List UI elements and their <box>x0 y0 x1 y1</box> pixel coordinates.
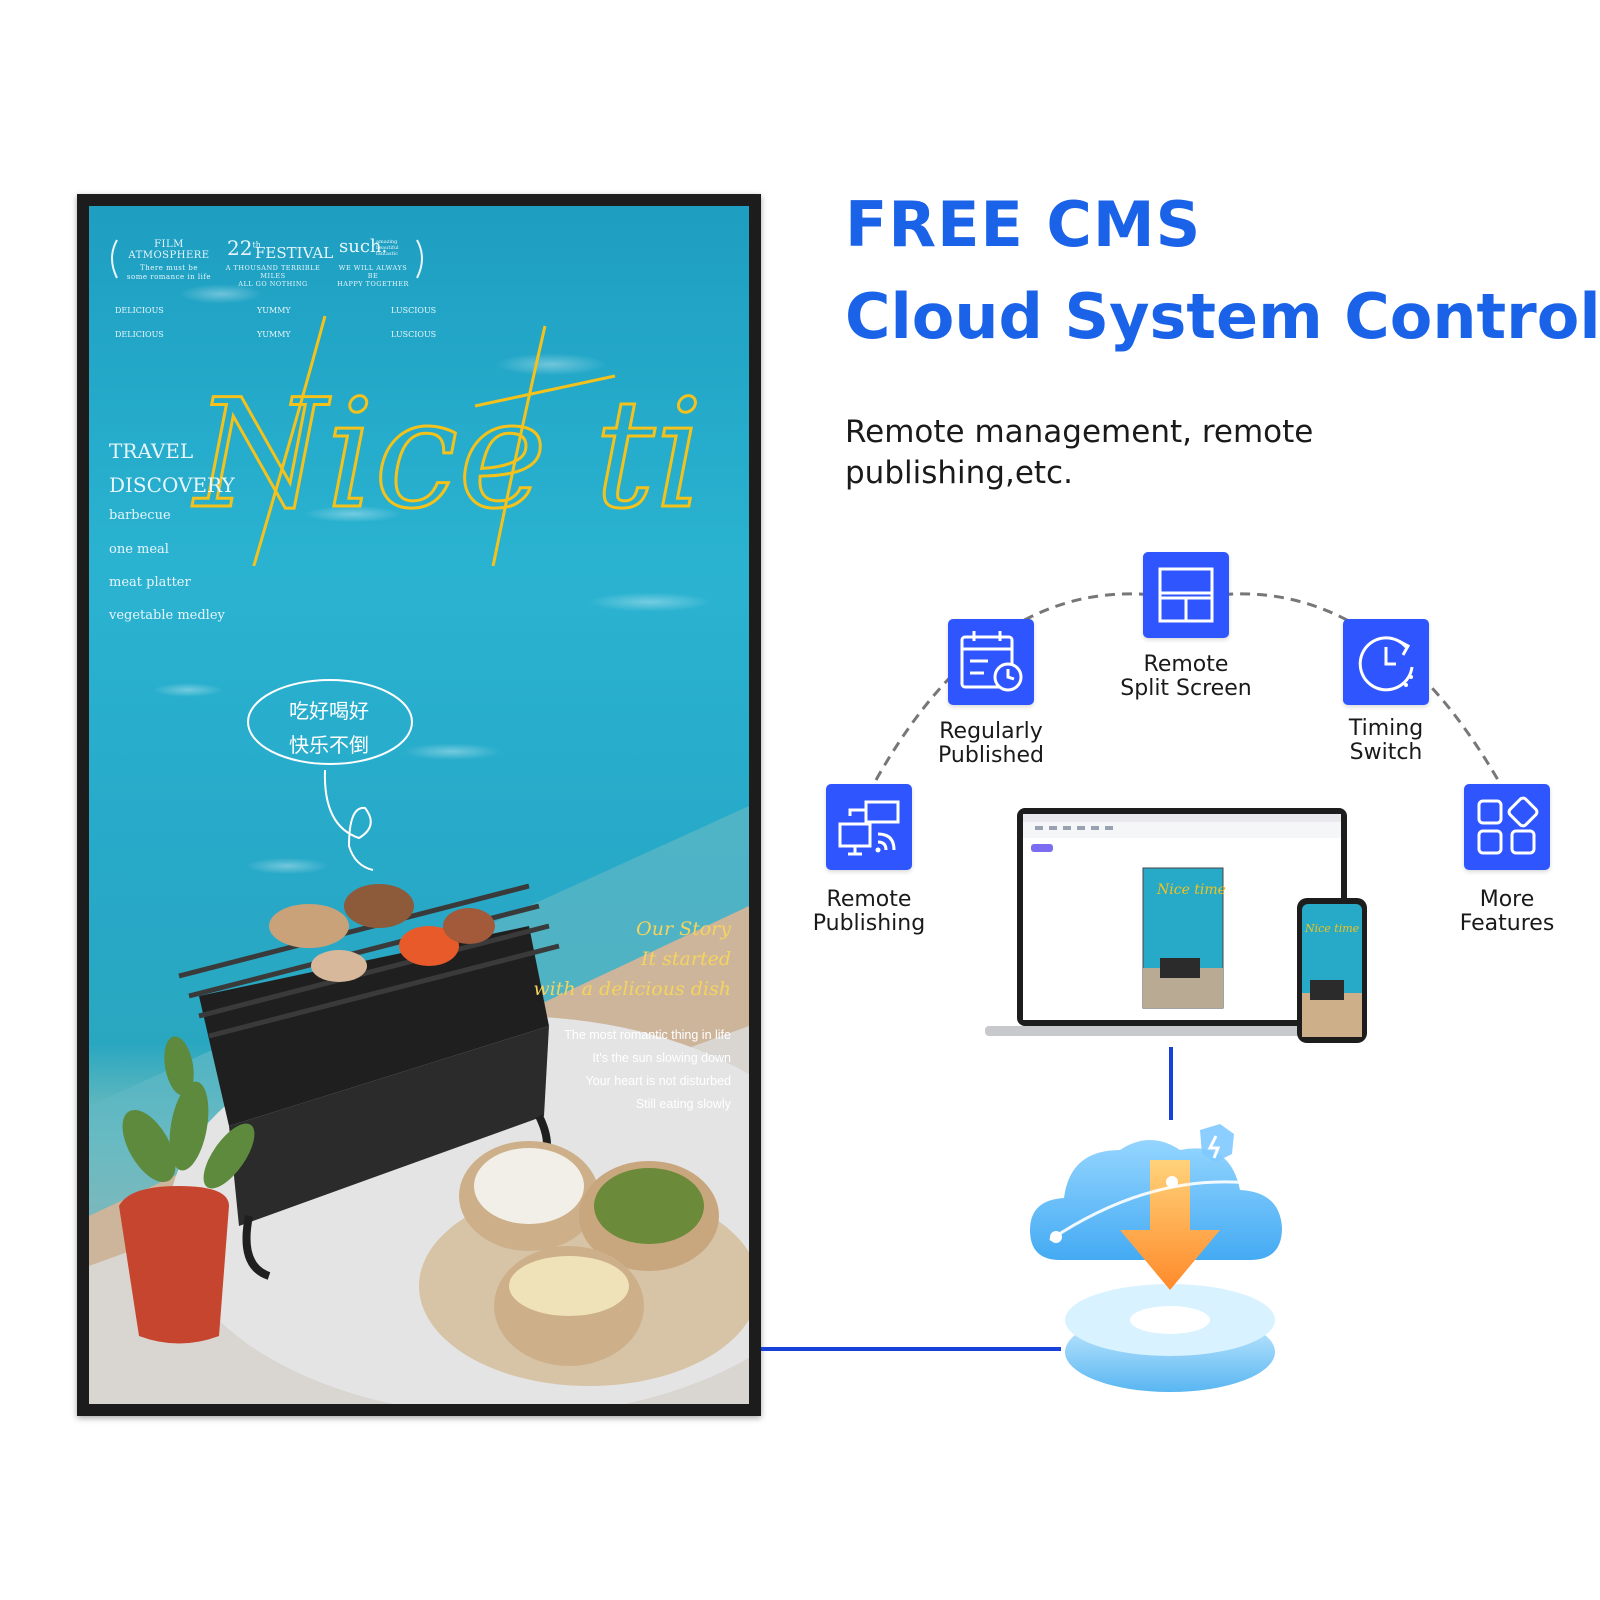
remote-split-screen-label: Remote Split Screen <box>1120 652 1252 701</box>
regularly-published-icon[interactable] <box>948 619 1034 705</box>
signage-display: FILM ATMOSPHERE There must be some roman… <box>77 194 761 1416</box>
story-line: Our Story <box>636 918 731 940</box>
header-right-title: such. <box>339 236 388 257</box>
laptop-and-phone: Nice time Nice time <box>985 808 1367 1043</box>
heading-free-cms: FREE CMS <box>845 188 1202 261</box>
heading-cloud-system: Cloud System Control <box>845 280 1600 353</box>
header-right-tiny: amazing beautiful fantastic <box>376 239 399 257</box>
header-center-title: FESTIVAL <box>255 244 334 262</box>
row-label: YUMMY <box>257 330 291 339</box>
timing-switch-icon[interactable] <box>1343 619 1429 705</box>
header-center-sub: A THOUSAND TERRIBLE MILES ALL GO NOTHING <box>225 264 321 288</box>
row-label: YUMMY <box>257 306 291 315</box>
laurel-brackets <box>111 239 423 279</box>
bubble-tail <box>323 769 374 871</box>
svg-text:Nice time: Nice time <box>1304 922 1360 935</box>
more-features-icon[interactable] <box>1464 784 1550 870</box>
menu-item: meat platter <box>109 575 191 590</box>
svg-text:Nice time: Nice time <box>1156 882 1226 898</box>
calendar-clock-icon <box>960 631 1023 692</box>
monitor-broadcast-icon <box>838 800 900 856</box>
connector-line <box>1169 1047 1173 1120</box>
header-center-num: 22th <box>227 236 261 260</box>
menu-item: barbecue <box>109 508 171 523</box>
row-label: DELICIOUS <box>115 330 164 339</box>
remote-publishing-icon[interactable] <box>826 784 912 870</box>
cloud-download-icon <box>1030 1124 1291 1392</box>
remote-split-screen-icon[interactable] <box>1143 552 1229 638</box>
story-small-line: It's the sun slowing down <box>592 1051 731 1065</box>
header-left-title: FILM ATMOSPHERE <box>128 239 210 261</box>
regularly-published-label: Regularly Published <box>938 719 1044 768</box>
menu-item: vegetable medley <box>109 608 225 623</box>
nice-time-script: Nice time <box>191 315 705 566</box>
row-label: LUSCIOUS <box>391 306 437 315</box>
header-right-sub: WE WILL ALWAYS BE HAPPY TOGETHER <box>337 264 409 288</box>
story-small-line: Still eating slowly <box>635 1097 731 1111</box>
header-left-sub: There must be some romance in life <box>126 264 212 281</box>
row-label: LUSCIOUS <box>391 330 437 339</box>
split-screen-icon <box>1158 567 1214 623</box>
subtitle: Remote management, remote publishing,etc… <box>845 414 1314 491</box>
menu-item: one meal <box>109 542 169 557</box>
connector-line <box>761 1347 1061 1351</box>
timer-icon <box>1358 636 1414 692</box>
story-small-line: Your heart is not disturbed <box>585 1074 731 1088</box>
row-label: DELICIOUS <box>115 306 164 315</box>
speech-bubble <box>247 679 413 765</box>
timing-switch-label: Timing Switch <box>1348 716 1424 765</box>
more-features-label: More Features <box>1459 887 1555 936</box>
story-line: It started <box>640 948 731 970</box>
bubble-text: 吃好喝好快乐不倒 <box>289 699 369 757</box>
display-screen: FILM ATMOSPHERE There must be some roman… <box>89 206 749 1404</box>
remote-publishing-label: Remote Publishing <box>812 887 926 936</box>
grid-diamond-icon <box>1477 796 1539 855</box>
svg-text:Nice time: Nice time <box>192 368 705 542</box>
story-line: with a delicious dish <box>533 978 731 1000</box>
story-small-line: The most romantic thing in life <box>564 1028 731 1042</box>
bbq-scene <box>119 883 749 1386</box>
